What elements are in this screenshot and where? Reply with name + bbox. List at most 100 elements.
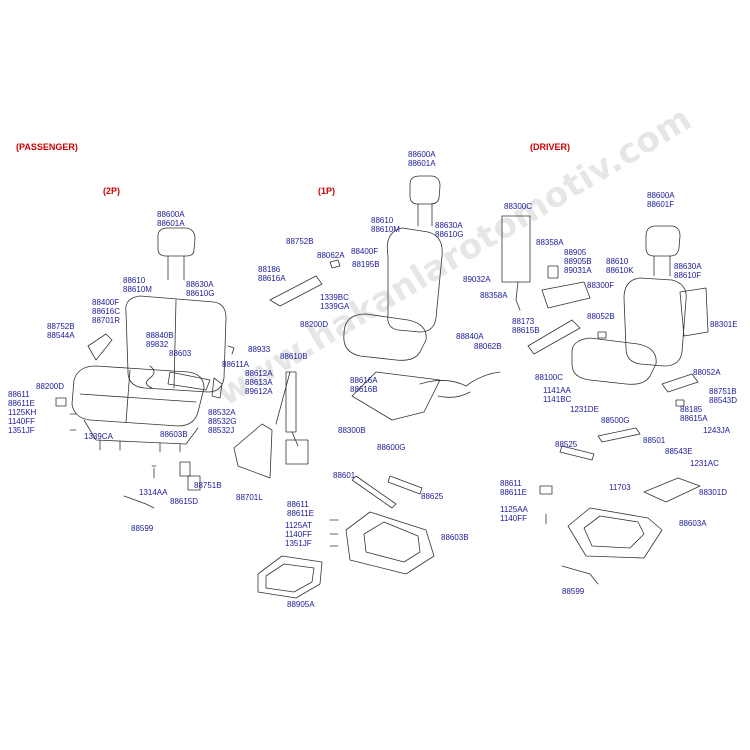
part-label-p2-cushion: 88200D <box>36 382 65 391</box>
bench-spring <box>146 365 211 391</box>
p1-rail-frame-inner <box>363 521 421 563</box>
p1-bolts <box>329 519 339 547</box>
d-cover-r <box>661 373 699 393</box>
part-label-p2-hinge-set: 88612A 88613A 89612A <box>245 369 273 396</box>
part-label-d-bolts: 88611 88611E <box>500 479 527 497</box>
part-label-p2-wire: 88599 <box>131 524 154 533</box>
part-label-p1-back: 88400F <box>351 247 379 256</box>
part-label-p1-pad: 88300B <box>338 426 366 435</box>
driver-seat <box>501 215 709 585</box>
section-title-driver: (DRIVER) <box>530 142 570 152</box>
part-label-p1-screw: 88195B <box>352 260 380 269</box>
part-label-p1-headrest: 88600A 88601A <box>408 150 436 168</box>
part-label-d-bolt-c: 1231AC <box>690 459 719 468</box>
d-side-cover <box>541 281 591 309</box>
part-label-p1-headrest-guide-r: 88630A 88610G <box>435 221 464 239</box>
part-label-d-bolt: 1231DE <box>570 405 599 414</box>
d-knob <box>675 399 685 407</box>
p1-rail-frame <box>345 511 435 575</box>
part-label-p1-headrest-guide: 88610 88610M <box>371 216 400 234</box>
part-label-p2-bottom: 88615D <box>170 497 199 506</box>
bench-hinge <box>211 377 223 399</box>
d-back-pad <box>501 215 531 283</box>
part-label-p1-latch: 88840A <box>456 332 484 341</box>
p1-rail-r <box>387 475 423 495</box>
part-label-p2-headrest-guide-r: 88630A 88610G <box>186 280 215 298</box>
bench-cushion <box>71 365 205 427</box>
part-label-p1-cap-b: 88062B <box>474 342 502 351</box>
bench-backrest-seam <box>173 299 177 389</box>
bench-wire <box>123 495 155 509</box>
part-label-d-headrest: 88600A 88601F <box>647 191 675 209</box>
part-label-d-bolts-b: 1125AA 1140FF <box>500 505 528 523</box>
belt-buckle <box>285 439 309 465</box>
part-label-d-cap: 88052A <box>693 368 721 377</box>
part-label-p1-belt: 88610B <box>280 352 308 361</box>
part-label-d-bottom-board: 88301D <box>699 488 728 497</box>
p1-pad <box>351 371 441 421</box>
belt-webbing <box>275 371 299 447</box>
part-label-d-bracket: 88603A <box>679 519 707 528</box>
part-label-p1-bolts: 88611 88611E <box>287 500 314 518</box>
part-label-d-headrest-guide-r: 88630A 88610F <box>674 262 702 280</box>
section-title-p1: (1P) <box>318 186 336 196</box>
part-label-p2-bolt: 1314AA <box>139 488 168 497</box>
bench-bottom-plate <box>179 461 191 477</box>
bench-base <box>83 419 199 445</box>
part-label-p1-bracket: 88603B <box>441 533 469 542</box>
bench-headrest <box>157 227 196 257</box>
p1-harness <box>419 371 501 398</box>
d-back-pad-wire <box>515 281 521 311</box>
part-label-d-cover-set: 88173 88615B <box>512 317 540 335</box>
p1-cap <box>329 259 341 269</box>
bench-cushion-seam <box>79 369 197 423</box>
part-label-d-bolt-b: 1243JA <box>703 426 731 435</box>
d-back-board <box>679 287 709 337</box>
p1-headrest <box>409 175 441 205</box>
p1-headrest-post <box>417 203 433 227</box>
part-label-p1-cover: 88752B <box>286 237 314 246</box>
p1-tray <box>257 555 323 599</box>
bench-bolts-l <box>55 397 77 431</box>
part-label-d-screws: 1141AA 1141BC <box>543 386 572 404</box>
part-label-d-back-board: 88301E <box>710 320 738 329</box>
part-label-p2-clip: 88933 <box>248 345 271 354</box>
part-label-d-cover-r: 88751B 88543D <box>709 387 738 405</box>
d-rail-frame-inner <box>583 515 645 549</box>
d-bolts <box>539 485 553 525</box>
p1-cushion <box>343 313 427 361</box>
part-label-d-back: 88300F <box>587 281 615 290</box>
bench-side-cover <box>87 333 113 361</box>
part-label-p1-buckle: 89032A <box>463 275 491 284</box>
d-rail-frame <box>567 507 663 559</box>
bench-leg-r <box>159 442 181 453</box>
d-cushion <box>571 337 657 385</box>
part-label-p2-spring: 88603 <box>169 349 192 358</box>
p1-track-cover <box>269 275 323 307</box>
belt-retractor-strap <box>285 371 297 433</box>
part-label-d-knob: 88185 88615A <box>680 405 708 423</box>
part-label-d-rail-l: 88525 <box>555 440 578 449</box>
part-label-p1-bolts-b: 1125AT 1140FF 1351JF <box>285 521 312 548</box>
d-headrest <box>645 225 681 257</box>
part-label-p1-cover-set: 88186 88616A <box>258 265 286 283</box>
part-label-d-buckle: 88358A <box>536 238 564 247</box>
part-label-p2-hinge-b: 88532A 88532G 88532J <box>208 408 237 435</box>
part-label-d-back-pad: 88300C <box>504 202 533 211</box>
belt-cover-b <box>187 475 201 491</box>
part-label-p2-bracket-l: 1339CA <box>84 432 113 441</box>
section-title-p2: (2P) <box>103 186 121 196</box>
d-rail-l <box>559 445 595 461</box>
bench-clip <box>227 345 235 355</box>
d-headrest-post <box>653 255 671 277</box>
part-label-d-cover-c: 88543E <box>665 447 693 456</box>
bench-seat-2p <box>55 227 235 509</box>
part-label-p2-back-frame: 88400F 88616C 88701R <box>92 298 121 325</box>
bench-headrest-post <box>167 255 185 281</box>
part-label-p2-cover-b: 88751B <box>194 481 222 490</box>
part-label-p2-bracket-r: 88603B <box>160 430 188 439</box>
front-seat-1p <box>257 175 501 599</box>
p1-backrest <box>386 227 443 333</box>
